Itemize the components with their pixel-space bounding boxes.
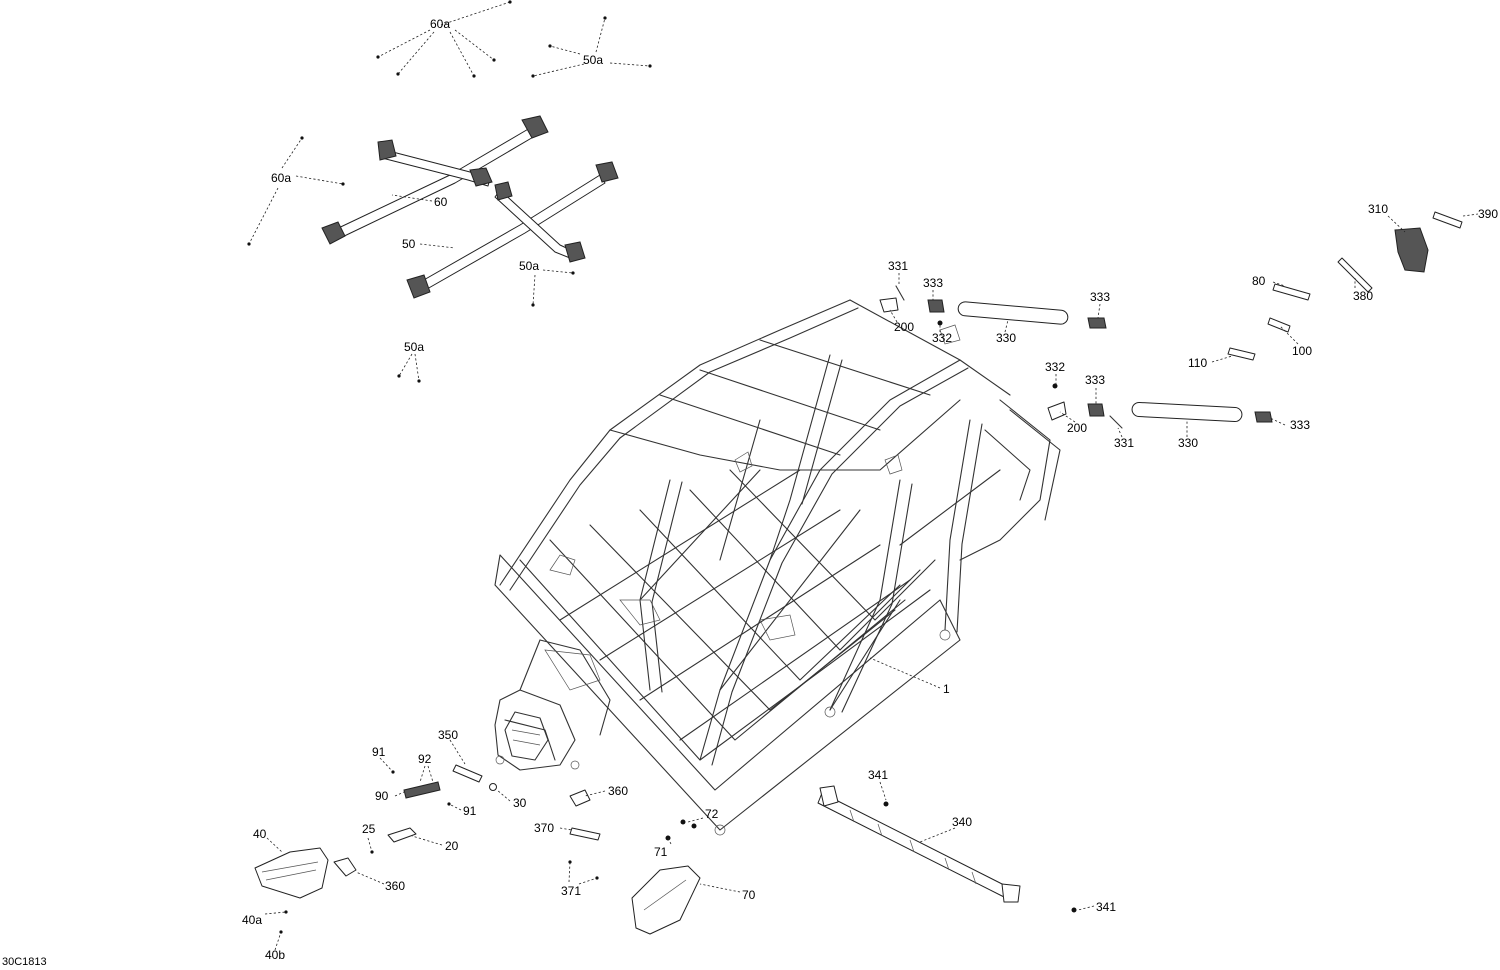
bracket-370 bbox=[569, 827, 601, 841]
callout-332-lower: 332 bbox=[1045, 360, 1065, 374]
clip-100 bbox=[1267, 317, 1291, 333]
clip-80 bbox=[1272, 283, 1311, 301]
callout-340: 340 bbox=[952, 815, 972, 829]
cap-333-upper-right bbox=[1087, 317, 1107, 329]
callout-71: 71 bbox=[654, 845, 668, 859]
callout-25: 25 bbox=[362, 822, 376, 836]
callout-80: 80 bbox=[1252, 274, 1266, 288]
callout-370: 370 bbox=[534, 821, 554, 835]
callout-50a-low: 50a bbox=[404, 340, 424, 354]
plug-30 bbox=[489, 783, 497, 791]
pad-360-lower bbox=[333, 857, 357, 877]
callout-92: 92 bbox=[418, 752, 432, 766]
bracket-310 bbox=[1394, 227, 1429, 273]
callout-350: 350 bbox=[438, 728, 458, 742]
callout-50a-mid: 50a bbox=[519, 259, 539, 273]
cap-333-upper-left bbox=[927, 299, 945, 313]
callout-50a-top: 50a bbox=[583, 53, 603, 67]
callout-333-upper-left: 333 bbox=[923, 276, 943, 290]
rod-380 bbox=[1337, 257, 1373, 293]
callout-40: 40 bbox=[253, 827, 267, 841]
callout-310: 310 bbox=[1368, 202, 1388, 216]
bolt-331-upper bbox=[895, 285, 905, 301]
nut-332-lower bbox=[1052, 383, 1058, 389]
callout-380: 380 bbox=[1353, 289, 1373, 303]
document-code: 30C1813 bbox=[2, 956, 47, 968]
nut-332-upper bbox=[937, 320, 943, 326]
callout-1: 1 bbox=[943, 682, 950, 696]
callout-20: 20 bbox=[445, 839, 459, 853]
callout-110: 110 bbox=[1188, 356, 1207, 370]
callout-60: 60 bbox=[434, 195, 448, 209]
cap-333-lower-right bbox=[1254, 411, 1273, 423]
callout-332-upper: 332 bbox=[932, 331, 952, 345]
bracket-70 bbox=[631, 865, 701, 935]
cap-333-mid bbox=[1087, 403, 1105, 417]
callout-360-lower: 360 bbox=[385, 879, 405, 893]
callout-333-lower-right: 333 bbox=[1290, 418, 1310, 432]
callout-331-upper: 331 bbox=[888, 259, 908, 273]
tube-330-lower bbox=[1131, 401, 1243, 423]
crossbar-340 bbox=[817, 785, 1021, 903]
bracket-40 bbox=[254, 847, 329, 899]
callout-333-mid: 333 bbox=[1085, 373, 1105, 387]
callout-72: 72 bbox=[705, 807, 719, 821]
tube-330-upper bbox=[957, 301, 1069, 325]
bracket-200-lower bbox=[1047, 401, 1067, 421]
callout-60a-left: 60a bbox=[271, 171, 291, 185]
callout-331-lower: 331 bbox=[1114, 436, 1134, 450]
plate-90 bbox=[403, 781, 441, 799]
callout-341-upper: 341 bbox=[868, 768, 888, 782]
fastener-71 bbox=[665, 835, 671, 841]
callout-60a-top: 60a bbox=[430, 17, 450, 31]
callout-371: 371 bbox=[561, 884, 581, 898]
main-frame bbox=[494, 299, 1061, 836]
strap-350 bbox=[452, 764, 483, 783]
callout-390: 390 bbox=[1478, 207, 1498, 221]
callout-91-lower: 91 bbox=[463, 804, 477, 818]
callout-360-upper: 360 bbox=[608, 784, 628, 798]
callout-90: 90 bbox=[375, 789, 389, 803]
callout-91-upper: 91 bbox=[372, 745, 386, 759]
callout-labels: 60a 50a 60a 60 50 50a 50a 331 333 200 33… bbox=[2, 17, 1498, 968]
callout-40a: 40a bbox=[242, 913, 262, 927]
callout-30: 30 bbox=[513, 796, 527, 810]
fastener-72 bbox=[680, 819, 686, 825]
pad-360-upper bbox=[569, 789, 591, 807]
bracket-20 bbox=[387, 827, 417, 843]
callout-40b: 40b bbox=[265, 948, 285, 962]
roof-crossbar-60 bbox=[321, 115, 549, 245]
callout-70: 70 bbox=[742, 888, 756, 902]
clip-110 bbox=[1227, 347, 1256, 361]
bracket-200-upper bbox=[879, 297, 899, 313]
callout-200-lower: 200 bbox=[1067, 421, 1087, 435]
callout-100: 100 bbox=[1292, 344, 1312, 358]
fastener-341-lower bbox=[1071, 907, 1077, 913]
callout-330-upper: 330 bbox=[996, 331, 1016, 345]
callout-330-lower: 330 bbox=[1178, 436, 1198, 450]
callout-200-upper: 200 bbox=[894, 320, 914, 334]
fastener-341-upper bbox=[883, 801, 889, 807]
callout-333-upper-right: 333 bbox=[1090, 290, 1110, 304]
callout-341-lower: 341 bbox=[1096, 900, 1116, 914]
roof-crossbar-50 bbox=[406, 161, 619, 299]
callout-50: 50 bbox=[402, 237, 416, 251]
strap-390 bbox=[1432, 211, 1463, 229]
leader-lines bbox=[247, 0, 1479, 951]
bolt-331-lower bbox=[1109, 415, 1123, 429]
